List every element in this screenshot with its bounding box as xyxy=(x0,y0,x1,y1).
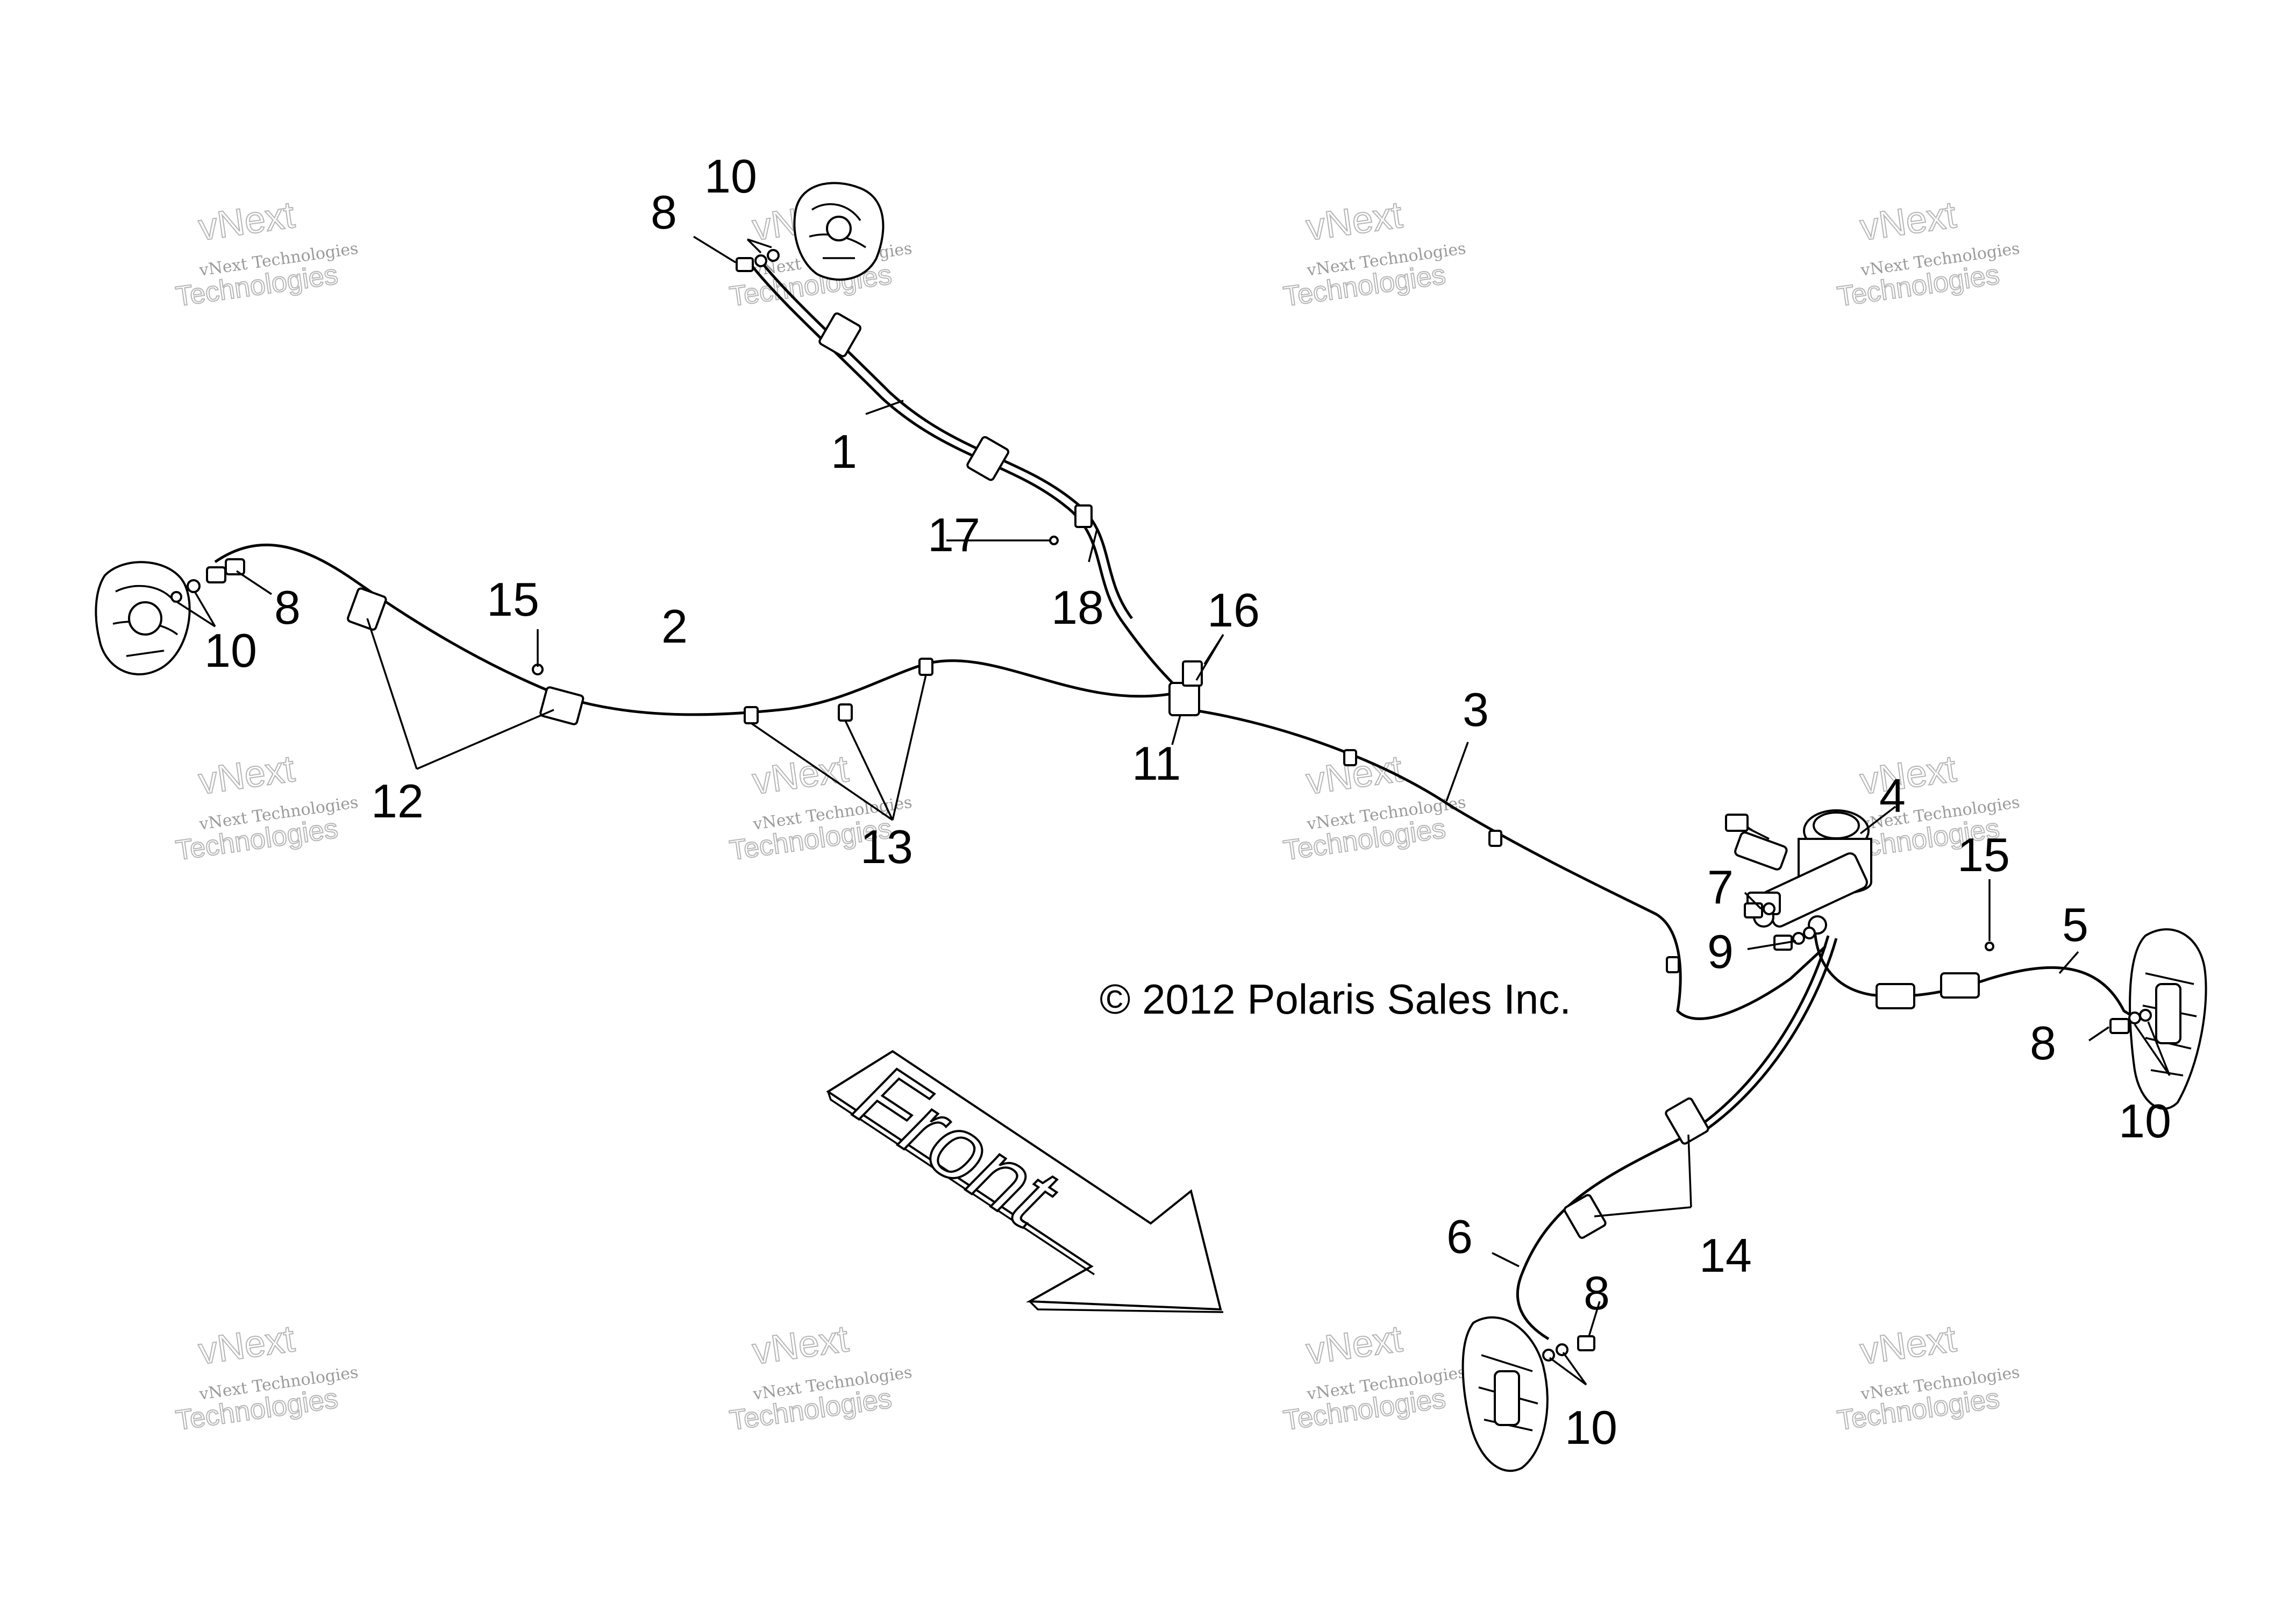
svg-text:vNext: vNext xyxy=(196,194,297,248)
callout-labels: 10 8 1 17 18 16 11 15 2 8 10 12 13 3 4 1… xyxy=(204,149,2171,1454)
callout-8: 8 xyxy=(1584,1266,1610,1320)
clip-12-b xyxy=(539,686,584,725)
watermark: vNext Technologies vNext Technologies xyxy=(1281,193,1467,313)
callout-9: 9 xyxy=(1707,925,1734,978)
callout-10: 10 xyxy=(2119,1094,2171,1148)
callout-12: 12 xyxy=(371,774,424,828)
svg-text:vNext: vNext xyxy=(1857,1317,1958,1372)
callout-18: 18 xyxy=(1051,581,1104,634)
watermark: vNext Technologies vNext Technologies xyxy=(1835,1317,2021,1437)
clip-5-b xyxy=(1940,972,1980,999)
callout-11: 11 xyxy=(1132,737,1181,790)
clip-16 xyxy=(1182,660,1203,687)
callout-3: 3 xyxy=(1463,683,1489,736)
callout-4: 4 xyxy=(1879,769,1906,822)
clip-13-b xyxy=(838,703,853,722)
brake-line-3 xyxy=(1190,708,1827,1021)
clip-18 xyxy=(1074,504,1093,528)
clip-12-a xyxy=(347,587,387,631)
clip-14-a xyxy=(1665,1097,1709,1145)
fastener-15-right xyxy=(1985,942,1994,951)
callout-15: 15 xyxy=(487,573,539,626)
caliper-front-right xyxy=(793,182,885,281)
clip-13-a xyxy=(744,706,759,724)
clip-13-c xyxy=(918,658,933,676)
svg-text:vNext: vNext xyxy=(1857,194,1958,248)
svg-text:vNext: vNext xyxy=(750,1317,851,1372)
callout-13: 13 xyxy=(860,820,913,873)
clip-front-right-2 xyxy=(966,436,1010,481)
leader-lines xyxy=(177,236,2171,1386)
brake-line-1 xyxy=(749,262,1189,700)
copyright-notice: © 2012 Polaris Sales Inc. xyxy=(1100,975,1571,1023)
watermark: vNext Technologies vNext Technologies xyxy=(173,193,359,313)
fittings xyxy=(170,249,2152,1362)
callout-2: 2 xyxy=(661,600,688,653)
callout-16: 16 xyxy=(1207,583,1260,637)
callout-10: 10 xyxy=(704,149,757,203)
watermark: vNext Technologies vNext Technologies xyxy=(173,747,359,867)
svg-text:vNext: vNext xyxy=(750,747,851,802)
callout-6: 6 xyxy=(1446,1210,1473,1263)
clip-5-a xyxy=(1876,983,1915,1009)
callout-15: 15 xyxy=(1957,828,2010,881)
callout-10: 10 xyxy=(204,624,257,677)
clip-3-b xyxy=(1488,830,1502,847)
watermark: vNext Technologies vNext Technologies xyxy=(173,1317,359,1437)
callout-17: 17 xyxy=(928,508,980,561)
clip-3-c xyxy=(1666,956,1680,973)
callout-8: 8 xyxy=(274,581,301,634)
callout-7: 7 xyxy=(1707,860,1734,914)
brake-line-6 xyxy=(1516,935,1830,1341)
fastener-17 xyxy=(1049,536,1059,545)
brake-line-2 xyxy=(214,543,1192,716)
junction-block-11 xyxy=(1168,682,1200,716)
watermark: vNext Technologies vNext Technologies xyxy=(1835,193,2021,313)
callout-8: 8 xyxy=(2030,1016,2056,1070)
brake-line-clips xyxy=(347,312,1994,1239)
svg-text:vNext: vNext xyxy=(196,1317,297,1372)
watermark: vNext Technologies vNext Technologies xyxy=(1281,747,1467,867)
watermark: vNext Technologies vNext Technologies xyxy=(727,1317,913,1437)
clip-3-a xyxy=(1343,749,1357,766)
svg-text:vNext: vNext xyxy=(1303,194,1404,248)
callout-14: 14 xyxy=(1699,1229,1752,1282)
callout-5: 5 xyxy=(2062,898,2088,951)
clip-front-right-1 xyxy=(818,312,862,358)
callout-10: 10 xyxy=(1565,1401,1617,1454)
caliper-rear-left xyxy=(1461,1316,1549,1472)
brake-lines xyxy=(214,257,2138,1341)
callout-1: 1 xyxy=(831,425,857,478)
callout-8: 8 xyxy=(651,186,677,239)
svg-text:vNext: vNext xyxy=(1857,747,1958,802)
calipers xyxy=(95,182,2207,1472)
watermark: vNext Technologies vNext Technologies xyxy=(1281,1317,1467,1437)
svg-text:vNext: vNext xyxy=(196,747,297,802)
front-direction-arrow: Front xyxy=(826,1043,1224,1313)
clip-14-b xyxy=(1563,1194,1607,1239)
svg-text:vNext: vNext xyxy=(1303,1317,1404,1372)
caliper-front-left xyxy=(95,561,191,675)
